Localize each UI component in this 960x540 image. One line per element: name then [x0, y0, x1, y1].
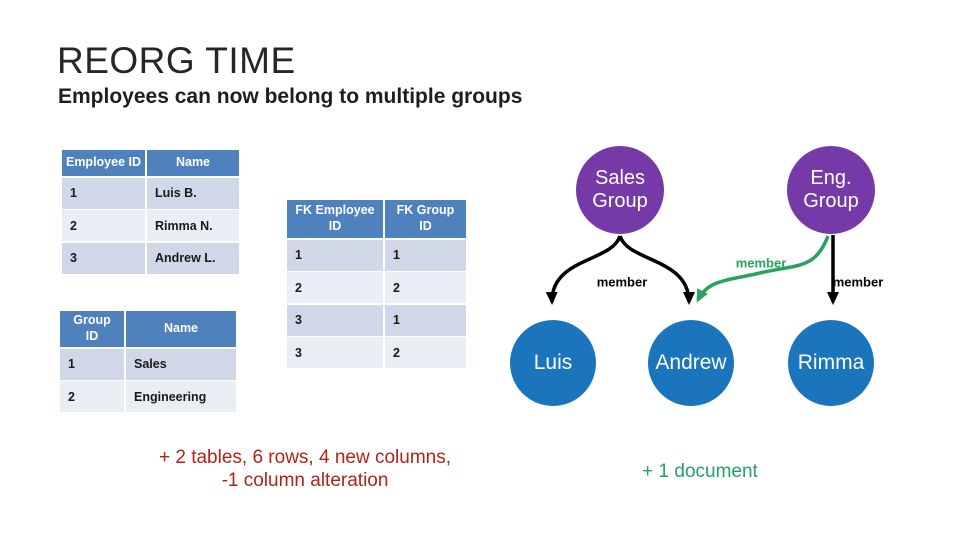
table-cell: 2: [385, 272, 466, 303]
table-cell: 2: [385, 337, 466, 368]
node-label: Luis: [533, 350, 573, 374]
edge-sales-to-luis: [545, 235, 622, 305]
person-node-rimma: Rimma: [788, 320, 874, 406]
person-node-andrew: Andrew: [648, 320, 734, 406]
table-row: 2 Rimma N.: [62, 210, 239, 241]
edge-label-member: member: [596, 274, 648, 290]
membership-fk-table: FK Employee ID FK Group ID 1 1 2 2 3 1 3…: [287, 200, 466, 370]
edge-label-member: member: [735, 255, 787, 271]
node-label: Andrew: [655, 350, 727, 374]
group-node-sales: Sales Group: [576, 146, 664, 234]
table-cell: 1: [62, 177, 145, 209]
table-cell: Rimma N.: [147, 210, 239, 241]
node-label: Rimma: [797, 350, 865, 374]
node-label: Sales Group: [592, 167, 648, 212]
table-cell: 1: [287, 239, 383, 271]
table-header-row: Group ID Name: [60, 311, 236, 347]
relational-cost-line2: -1 column alteration: [221, 470, 389, 491]
table-cell: 1: [60, 348, 124, 380]
column-header: Name: [147, 150, 239, 176]
table-row: 2 Engineering: [60, 381, 236, 412]
person-node-luis: Luis: [510, 320, 596, 406]
column-header: Name: [126, 311, 236, 347]
relational-cost-line1: + 2 tables, 6 rows, 4 new columns,: [158, 447, 451, 468]
table-row: 3 1: [287, 304, 466, 336]
table-row: 2 2: [287, 272, 466, 303]
edge-sales-to-andrew: [618, 235, 695, 305]
edge-label-member: member: [832, 274, 884, 290]
node-label: Eng. Group: [803, 167, 859, 212]
table-cell: 2: [60, 381, 124, 412]
table-header-row: Employee ID Name: [62, 150, 239, 176]
table-header-row: FK Employee ID FK Group ID: [287, 200, 466, 238]
table-cell: 2: [62, 210, 145, 241]
group-table: Group ID Name 1 Sales 2 Engineering: [60, 311, 236, 414]
group-node-eng: Eng. Group: [787, 146, 875, 234]
relational-cost-note: + 2 tables, 6 rows, 4 new columns, -1 co…: [90, 446, 520, 492]
table-cell: 3: [287, 337, 383, 368]
table-row: 3 2: [287, 337, 466, 368]
table-cell: Engineering: [126, 381, 236, 412]
table-cell: Andrew L.: [147, 242, 239, 274]
table-row: 1 Sales: [60, 348, 236, 380]
table-row: 1 1: [287, 239, 466, 271]
table-row: 1 Luis B.: [62, 177, 239, 209]
table-cell: 2: [287, 272, 383, 303]
employee-table: Employee ID Name 1 Luis B. 2 Rimma N. 3 …: [62, 150, 239, 275]
table-cell: Luis B.: [147, 177, 239, 209]
table-cell: 1: [385, 304, 466, 336]
table-row: 3 Andrew L.: [62, 242, 239, 274]
column-header: FK Group ID: [385, 200, 466, 238]
table-cell: 1: [385, 239, 466, 271]
slide-title: REORG TIME: [57, 40, 296, 81]
column-header: Employee ID: [62, 150, 145, 176]
table-cell: 3: [62, 242, 145, 274]
slide-subtitle: Employees can now belong to multiple gro…: [58, 85, 523, 108]
table-cell: 3: [287, 304, 383, 336]
document-cost-note: + 1 document: [642, 461, 758, 482]
table-cell: Sales: [126, 348, 236, 380]
column-header: Group ID: [60, 311, 124, 347]
column-header: FK Employee ID: [287, 200, 383, 238]
